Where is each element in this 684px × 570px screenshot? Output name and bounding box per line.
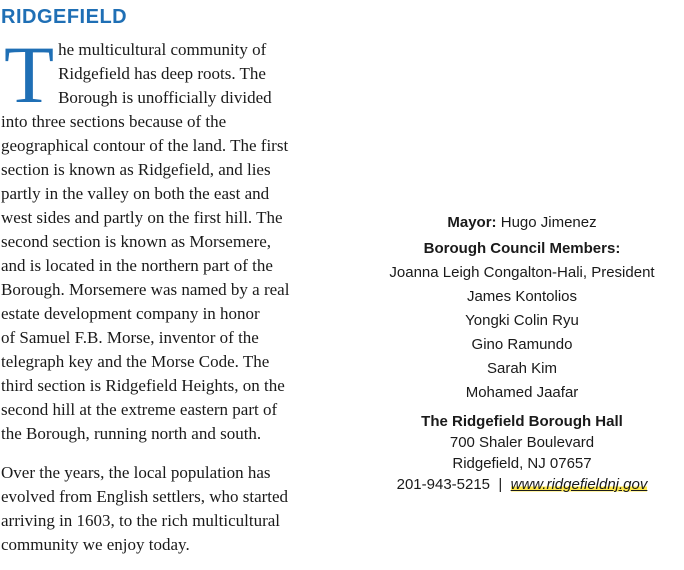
paragraph-line: third section is Ridgefield Heights, on …: [1, 376, 285, 395]
hall-phone[interactable]: 201-943-5215: [396, 476, 491, 493]
hall-city: Ridgefield, NJ 07657: [452, 455, 592, 472]
hall-title-text: The Ridgefield Borough Hall: [421, 413, 623, 430]
paragraph-line: estate development company in honor: [1, 304, 260, 323]
paragraph-line: of Samuel F.B. Morse, inventor of the: [1, 328, 259, 347]
contact-separator: |: [494, 476, 506, 493]
article-paragraph-2: Over the years, the local population has…: [1, 461, 325, 557]
mayor-name: Hugo Jimenez: [496, 214, 597, 231]
paragraph-line: evolved from English settlers, who start…: [1, 487, 289, 506]
drop-cap: T: [4, 29, 55, 120]
council-member: Sarah Kim: [486, 360, 558, 377]
paragraph-line: arriving in 1603, to the rich multicultu…: [1, 511, 281, 530]
paragraph-line: telegraph key and the Morse Code. The: [1, 352, 270, 371]
paragraph-line: he multicultural community of: [58, 40, 267, 59]
council-member: Mohamed Jaafar: [465, 384, 579, 401]
hall-street: 700 Shaler Boulevard: [449, 434, 595, 451]
paragraph-line: community we enjoy today.: [1, 535, 190, 554]
hall-title: The Ridgefield Borough Hall: [362, 411, 682, 432]
paragraph-line: section is known as Ridgefield, and lies: [1, 160, 271, 179]
officials-info-box: Mayor: Hugo Jimenez Borough Council Memb…: [362, 211, 682, 495]
paragraph-line: second section is known as Morsemere,: [1, 232, 272, 251]
council-member: James Kontolios: [466, 288, 578, 305]
paragraph-line: Over the years, the local population has: [1, 463, 271, 482]
hall-contact-line: 201-943-5215 | www.ridgefieldnj.gov: [362, 474, 682, 495]
paragraph-line: into three sections because of the: [1, 112, 227, 131]
paragraph-line: geographical contour of the land. The fi…: [1, 136, 289, 155]
section-heading: RIDGEFIELD: [1, 6, 128, 28]
paragraph-line: Ridgefield has deep roots. The: [58, 64, 266, 83]
mayor-label: Mayor:: [447, 214, 497, 231]
paragraph-line: partly in the valley on both the east an…: [1, 184, 270, 203]
paragraph-line: Borough is unofficially divided: [58, 88, 272, 107]
article-body: T he multicultural community of Ridgefie…: [1, 29, 325, 557]
paragraph-line: second hill at the extreme eastern part …: [1, 400, 278, 419]
council-member: Yongki Colin Ryu: [465, 312, 579, 329]
borough-hall-block: The Ridgefield Borough Hall 700 Shaler B…: [362, 411, 682, 495]
paragraph-line: and is located in the northern part of t…: [1, 256, 273, 275]
separator-glyph: |: [498, 476, 503, 493]
article-paragraph-1: T he multicultural community of Ridgefie…: [1, 29, 325, 446]
council-member: Gino Ramundo: [471, 336, 573, 353]
council-label-text: Borough Council Members:: [423, 240, 621, 257]
mayor-line: Mayor: Hugo Jimenez: [362, 211, 682, 235]
council-label: Borough Council Members:: [362, 237, 682, 261]
paragraph-line: Borough. Morsemere was named by a real: [1, 280, 290, 299]
paragraph-line: west sides and partly on the first hill.…: [1, 208, 283, 227]
council-member: Joanna Leigh Congalton-Hali, President: [389, 264, 655, 281]
paragraph-line: the Borough, running north and south.: [1, 424, 262, 443]
website-link[interactable]: www.ridgefieldnj.gov: [510, 476, 648, 493]
